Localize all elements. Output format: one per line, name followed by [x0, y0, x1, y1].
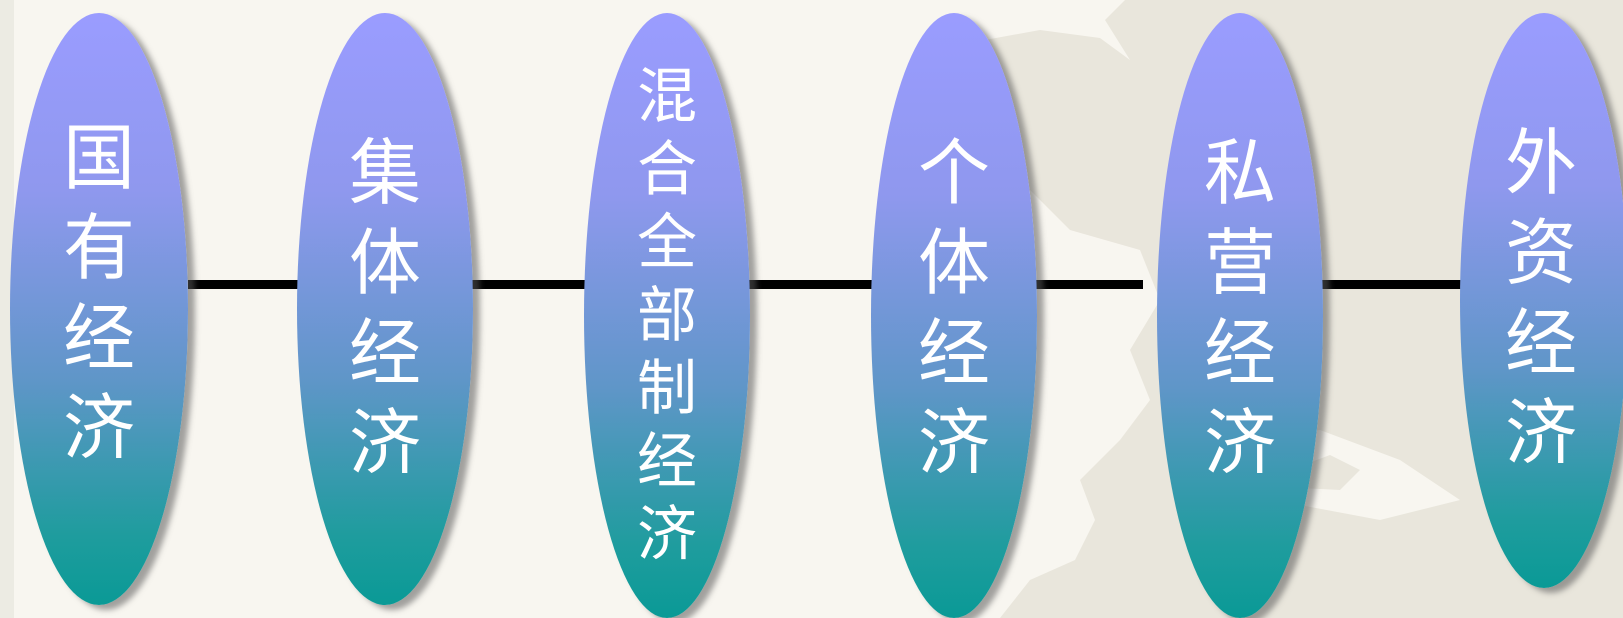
- node-label-text: 国有经济: [62, 116, 135, 470]
- node-label-text: 外资经济: [1504, 121, 1577, 475]
- connector-line-4: [1035, 280, 1143, 289]
- node-label: 国有经济: [10, 113, 188, 473]
- node-collective-economy: 集体经济: [297, 13, 473, 605]
- node-private-economy: 私营经济: [1157, 13, 1323, 618]
- node-label-text: 混合全部制经济: [637, 62, 697, 570]
- node-label-text: 集体经济: [348, 131, 421, 485]
- node-label-text: 私营经济: [1203, 131, 1276, 485]
- node-label: 外资经济: [1460, 118, 1622, 478]
- node-state-owned-economy: 国有经济: [10, 13, 188, 605]
- connector-line-3: [748, 280, 873, 289]
- node-foreign-funded-economy: 外资经济: [1460, 13, 1623, 588]
- node-label: 集体经济: [297, 128, 473, 488]
- node-label: 个体经济: [871, 128, 1037, 488]
- node-label: 私营经济: [1157, 128, 1323, 488]
- node-label: 混合全部制经济: [584, 61, 750, 572]
- node-label-text: 个体经济: [917, 131, 990, 485]
- connector-line-5: [1320, 280, 1465, 289]
- node-individual-economy: 个体经济: [871, 13, 1037, 618]
- node-mixed-ownership-economy: 混合全部制经济: [584, 13, 750, 618]
- connector-line-2: [462, 280, 587, 289]
- connector-line-1: [188, 280, 298, 289]
